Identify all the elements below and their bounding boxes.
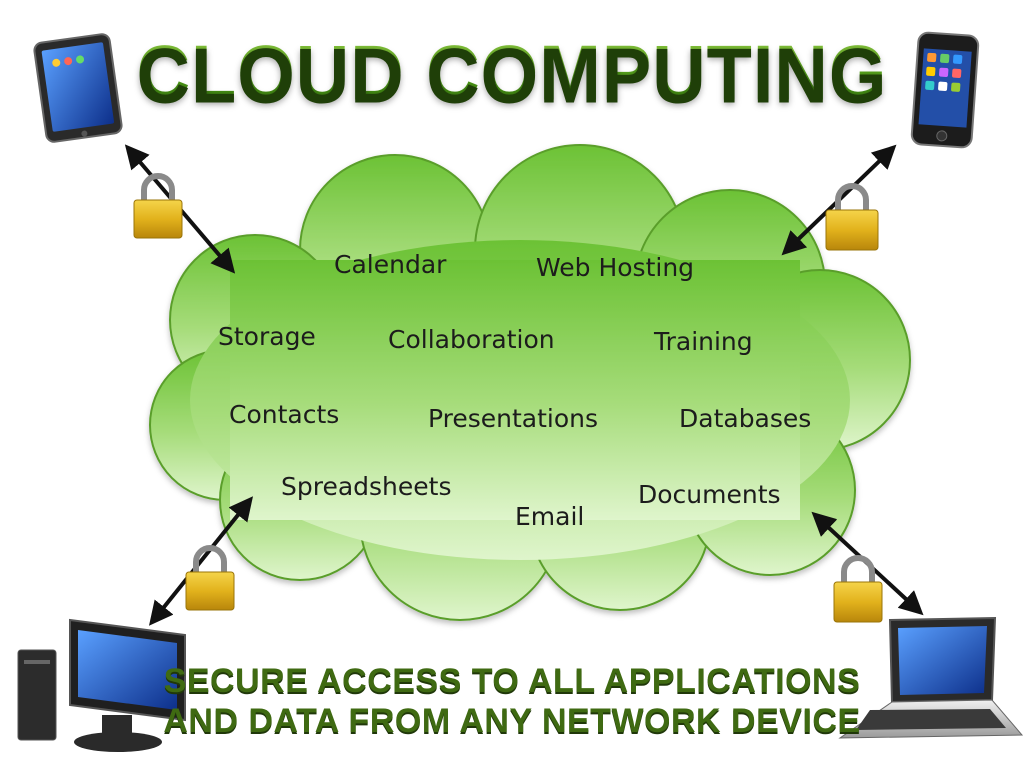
subtitle-line-2: AND DATA FROM ANY NETWORK DEVICE [163, 702, 861, 740]
service-presentations: Presentations [428, 404, 599, 433]
arrow-desktop-cloud [148, 496, 254, 626]
service-collaboration: Collaboration [388, 325, 555, 354]
laptop-icon [838, 616, 1024, 739]
page-title: CLOUD COMPUTING [0, 28, 1024, 117]
padlock-icon [133, 173, 183, 239]
tablet-icon [33, 33, 123, 143]
service-spreadsheets: Spreadsheets [281, 472, 452, 501]
padlock-icon [185, 545, 235, 611]
service-web-hosting: Web Hosting [536, 253, 695, 282]
smartphone-icon [910, 31, 980, 149]
service-email: Email [515, 502, 585, 531]
service-storage: Storage [218, 322, 316, 351]
service-training: Training [654, 327, 753, 356]
service-contacts: Contacts [229, 400, 340, 429]
service-documents: Documents [638, 480, 781, 509]
desktop-computer-icon [17, 618, 186, 752]
cloud-shape [149, 144, 911, 621]
subtitle-line-1: SECURE ACCESS TO ALL APPLICATIONS [163, 662, 861, 700]
service-calendar: Calendar [334, 250, 447, 279]
padlock-icon [833, 555, 883, 623]
padlock-icon [825, 183, 879, 251]
service-databases: Databases [679, 404, 812, 433]
